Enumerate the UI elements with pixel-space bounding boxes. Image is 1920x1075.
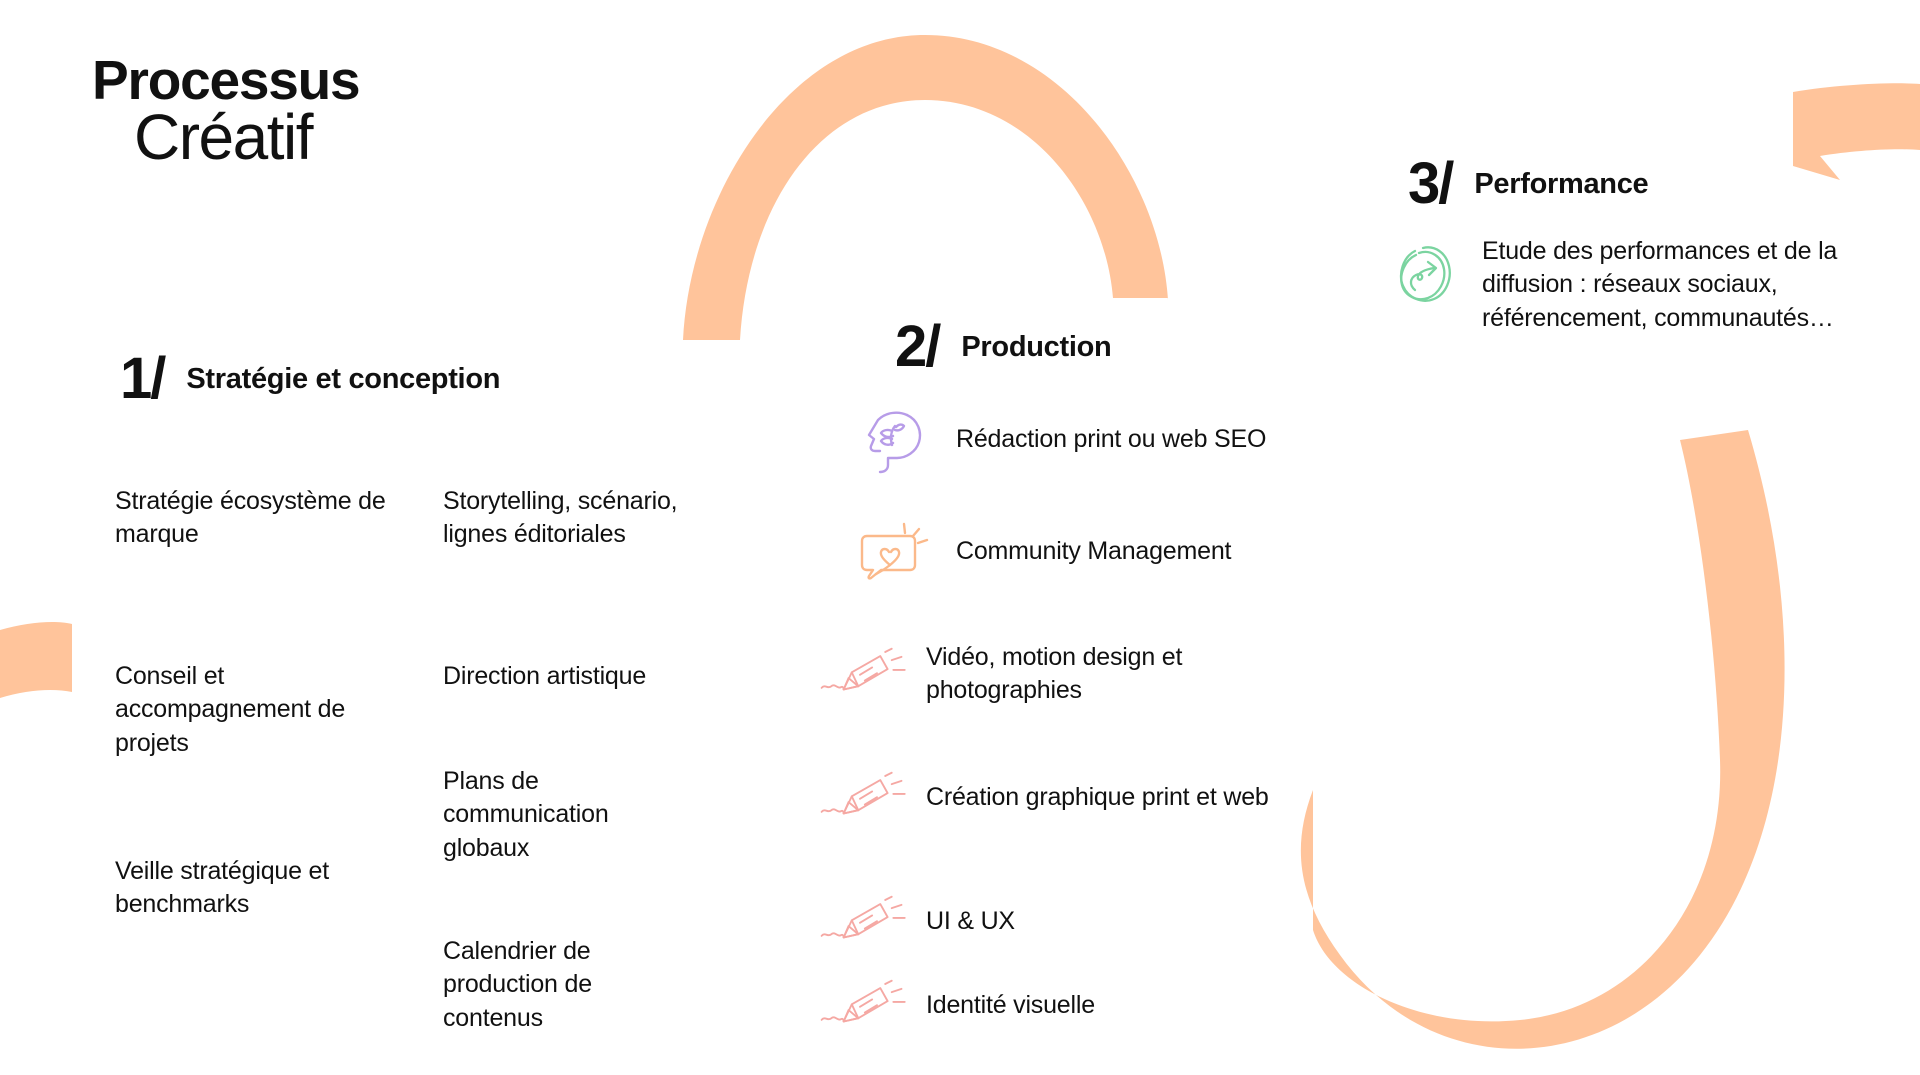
list-item: Vidéo, motion design et photographies	[820, 638, 1286, 710]
pencil-icon	[820, 638, 908, 710]
list-item-label: UI & UX	[926, 907, 1015, 936]
step-heading-2: 2/ Production	[895, 314, 1112, 379]
top-right-arrowhead-shape	[1793, 83, 1920, 180]
list-item: Plans de communication globaux	[443, 767, 609, 862]
blob-arrow-icon	[1382, 239, 1470, 311]
pencil-icon	[820, 762, 908, 834]
step-number-3: 3/	[1408, 151, 1454, 216]
list-item: Etude des performances et de la diffusio…	[1382, 235, 1842, 335]
step-heading-3: 3/ Performance	[1408, 151, 1649, 216]
right-curve-band-shape	[1300, 430, 1785, 1049]
step-title-2: Production	[961, 330, 1112, 363]
step-number-1: 1/	[120, 346, 166, 411]
pencil-icon	[820, 886, 908, 958]
list-item: Calendrier de production de contenus	[443, 937, 592, 1032]
step-title-1: Stratégie et conception	[186, 362, 501, 395]
chat-heart-icon	[850, 516, 938, 588]
list-item: Identité visuelle	[820, 970, 1286, 1042]
list-item: Stratégie écosystème de marque	[115, 487, 386, 549]
list-item: Conseil et accompagnement de projets	[115, 662, 346, 757]
list-item-label: Création graphique print et web	[926, 783, 1269, 812]
list-item-label: Etude des performances et de la diffusio…	[1482, 237, 1838, 332]
list-item: Direction artistique	[443, 662, 647, 690]
page-title: Processus Créatif	[92, 49, 361, 174]
top-arch-band-shape	[683, 35, 1168, 340]
left-edge-band-shape	[0, 622, 72, 698]
head-plant-icon	[850, 404, 938, 476]
list-item-label: Vidéo, motion design et photographies	[926, 642, 1183, 704]
list-item: Création graphique print et web	[820, 762, 1286, 834]
step-heading-1: 1/ Stratégie et conception	[120, 350, 500, 408]
title-line-primary: Processus	[92, 49, 361, 111]
list-item: Community Management	[850, 516, 1316, 588]
list-item: Rédaction print ou web SEO	[850, 404, 1316, 476]
list-item-label: Rédaction print ou web SEO	[956, 425, 1267, 454]
list-item: Storytelling, scénario, lignes éditorial…	[443, 487, 678, 549]
pencil-icon	[820, 970, 908, 1042]
list-item: UI & UX	[820, 886, 1286, 958]
list-item-label: Community Management	[956, 537, 1232, 566]
step-title-3: Performance	[1474, 167, 1649, 200]
title-line-secondary: Créatif	[134, 101, 314, 174]
step-number-2: 2/	[895, 314, 941, 379]
list-item: Veille stratégique et benchmarks	[115, 857, 330, 919]
list-item-label: Identité visuelle	[926, 991, 1095, 1020]
